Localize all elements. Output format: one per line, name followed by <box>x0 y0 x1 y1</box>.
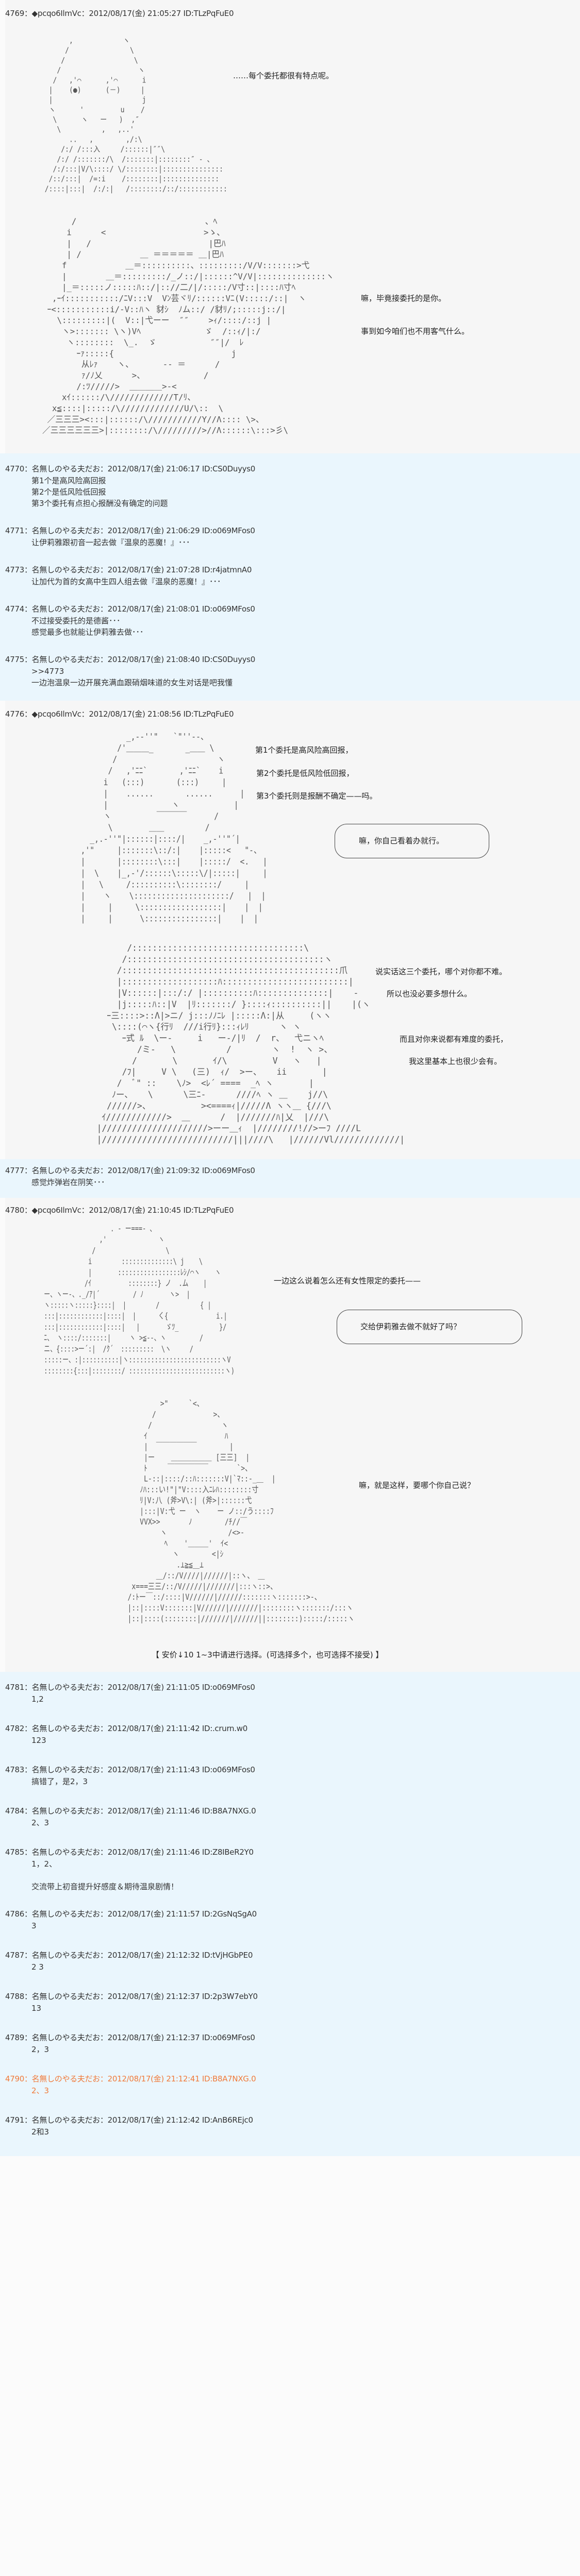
post-4776: 4776：◆pcqo6IlmVc：2012/08/17(金) 21:08:56 … <box>5 701 580 1159</box>
dialogue-line: 我这里基本上也很少会有。 <box>409 1057 502 1066</box>
ascii-art: / ￣￣￣￣￣￣￣￣ 、ﾍ i < >ゝ、 | / |巴ﾊ | / ＿ ＝＝＝＝… <box>42 217 334 436</box>
post-header: 4776：◆pcqo6IlmVc：2012/08/17(金) 21:08:56 … <box>5 709 234 719</box>
dialogue-line: ……每个委托都很有特点呢。 <box>233 71 334 80</box>
post-header: 4774：名無しのやる夫だお：2012/08/17(金) 21:08:01 ID… <box>5 604 255 614</box>
post-header: 4775：名無しのやる夫だお：2012/08/17(金) 21:08:40 ID… <box>5 655 255 664</box>
post-body: 123 <box>31 1736 46 1745</box>
post-body: 3 <box>31 1921 37 1930</box>
post-header: 4781：名無しのやる夫だお：2012/08/17(金) 21:11:05 ID… <box>5 1683 255 1692</box>
post-header: 4771：名無しのやる夫だお：2012/08/17(金) 21:06:29 ID… <box>5 526 255 535</box>
post-header: 4782：名無しのやる夫だお：2012/08/17(金) 21:11:42 ID… <box>5 1724 247 1733</box>
post-body: 搞错了，是2，3 <box>31 1777 88 1786</box>
dialogue-line: 事到如今咱们也不用客气什么。 <box>361 327 470 336</box>
ascii-art: _,-‐''"￣￣`"''‐-、 /'＿＿＿_ _＿＿ \ / ヽ / ,'ﾆﾆ… <box>80 732 268 924</box>
post-body: 2、3 <box>31 1818 49 1827</box>
dialogue-line: 嘛，毕竟接委托的是你。 <box>361 294 446 303</box>
post-header: 4791：名無しのやる夫だお：2012/08/17(金) 21:12:42 ID… <box>5 2115 253 2125</box>
post-header: 4770：名無しのやる夫だお：2012/08/17(金) 21:06:17 ID… <box>5 464 255 473</box>
ascii-art: >"￣￣￣`<、 / >、 / ヽ ｲ ﾊ | ￣￣￣￣￣￣ | |ー ＿＿＿＿… <box>127 1399 355 1624</box>
dialogue-line: 第3个委托则是报酬不确定——吗。 <box>256 791 377 801</box>
replies-block-3: 4781：名無しのやる夫だお：2012/08/17(金) 21:11:05 ID… <box>0 1672 580 2156</box>
post-header-highlighted: 4790：名無しのやる夫だお：2012/08/17(金) 21:12:41 ID… <box>5 2074 256 2083</box>
dialogue-line: 一边这么说着怎么还有女性限定的委托—— <box>274 1276 421 1285</box>
speech-bubble <box>335 824 489 858</box>
post-header: 4783：名無しのやる夫だお：2012/08/17(金) 21:11:43 ID… <box>5 1765 255 1774</box>
post-body: >>4773 一边泡温泉一边开展充满血跟硝烟味道的女生对话是吧我懂 <box>31 667 233 687</box>
dialogue-line: 嘛，你自己看着办就行。 <box>359 836 444 845</box>
post-body: 感觉炸弹岩在阴笑･･･ <box>31 1178 105 1187</box>
post-header: 4786：名無しのやる夫だお：2012/08/17(金) 21:11:57 ID… <box>5 1909 257 1919</box>
post-body: 2 3 <box>31 1962 44 1972</box>
dialogue-line: 第1个委托是高风险高回报， <box>255 745 353 755</box>
replies-block-2: 4777：名無しのやる夫だお：2012/08/17(金) 21:09:32 ID… <box>0 1159 580 1198</box>
dialogue-line: 交给伊莉雅去做不就好了吗？ <box>360 1322 461 1331</box>
post-4780: 4780：◆pcqo6IlmVc：2012/08/17(金) 21:10:45 … <box>5 1198 580 1672</box>
post-body-highlighted: 2、3 <box>31 2086 49 2095</box>
dialogue-line: 所以也没必要多想什么。 <box>387 989 472 998</box>
post-body: 13 <box>31 2004 42 2013</box>
dialogue-line: 说实话这三个委托，哪个对你都不难。 <box>375 967 507 976</box>
anchor-instruction: 【 安价↓10 1~3中请进行选择。(可选择多个，也可选择不接受) 】 <box>152 1650 384 1659</box>
post-header: 4788：名無しのやる夫だお：2012/08/17(金) 21:12:37 ID… <box>5 1992 258 2001</box>
post-header: 4789：名無しのやる夫だお：2012/08/17(金) 21:12:37 ID… <box>5 2033 255 2042</box>
post-header: 4785：名無しのやる夫だお：2012/08/17(金) 21:11:46 ID… <box>5 1848 254 1857</box>
speech-bubble <box>337 1310 522 1344</box>
post-header: 4784：名無しのやる夫だお：2012/08/17(金) 21:11:46 ID… <box>5 1806 256 1816</box>
post-header: 4773：名無しのやる夫だお：2012/08/17(金) 21:07:28 ID… <box>5 565 252 574</box>
dialogue-line: 嘛，就是这样，要哪个你自己说？ <box>359 1481 475 1490</box>
dialogue-line: 第2个委托是低风险低回报， <box>256 769 354 778</box>
post-body: 让加代为首的女高中生四人组去做『温泉的恶魔！』･･･ <box>31 577 221 586</box>
post-body: 第1个是高风险高回报 第2个是低风险低回报 第3个委托有点担心报酬没有确定的问题 <box>31 476 168 508</box>
post-body: 1，2、 交流带上初音提升好感度＆期待温泉剧情！ <box>31 1859 179 1891</box>
replies-block-1: 4770：名無しのやる夫だお：2012/08/17(金) 21:06:17 ID… <box>0 453 580 701</box>
post-header: 4777：名無しのやる夫だお：2012/08/17(金) 21:09:32 ID… <box>5 1166 255 1175</box>
post-body: 2，3 <box>31 2045 49 2054</box>
post-body: 2和3 <box>31 2127 49 2137</box>
ascii-art: . - ー===- 、 ,' ヽ / \ i ::::::::::::::\ j… <box>44 1224 235 1376</box>
ascii-art: , ￣￣￣￣￣ ヽ / \ / \ / ヽ / ,'⌒ ,'⌒ i | (●) … <box>44 37 227 194</box>
dialogue-line: 而且对你来说都有难度的委托， <box>400 1035 508 1044</box>
post-header: 4780：◆pcqo6IlmVc：2012/08/17(金) 21:10:45 … <box>5 1206 234 1215</box>
post-body: 让伊莉雅跟初音一起去做『温泉的恶魔！』･･･ <box>31 538 190 547</box>
post-body: 不过接受委托的是德酱･･･ 感觉最多也就能让伊莉雅去做･･･ <box>31 616 144 637</box>
ascii-art: /::::::::::::::::::::::::::::::::::\ /::… <box>96 943 405 1145</box>
post-header: 4769：◆pcqo6IlmVc：2012/08/17(金) 21:05:27 … <box>5 9 234 18</box>
post-header: 4787：名無しのやる夫だお：2012/08/17(金) 21:12:32 ID… <box>5 1951 253 1960</box>
post-body: 1,2 <box>31 1694 44 1704</box>
post-4769: 4769：◆pcqo6IlmVc：2012/08/17(金) 21:05:27 … <box>5 0 580 453</box>
